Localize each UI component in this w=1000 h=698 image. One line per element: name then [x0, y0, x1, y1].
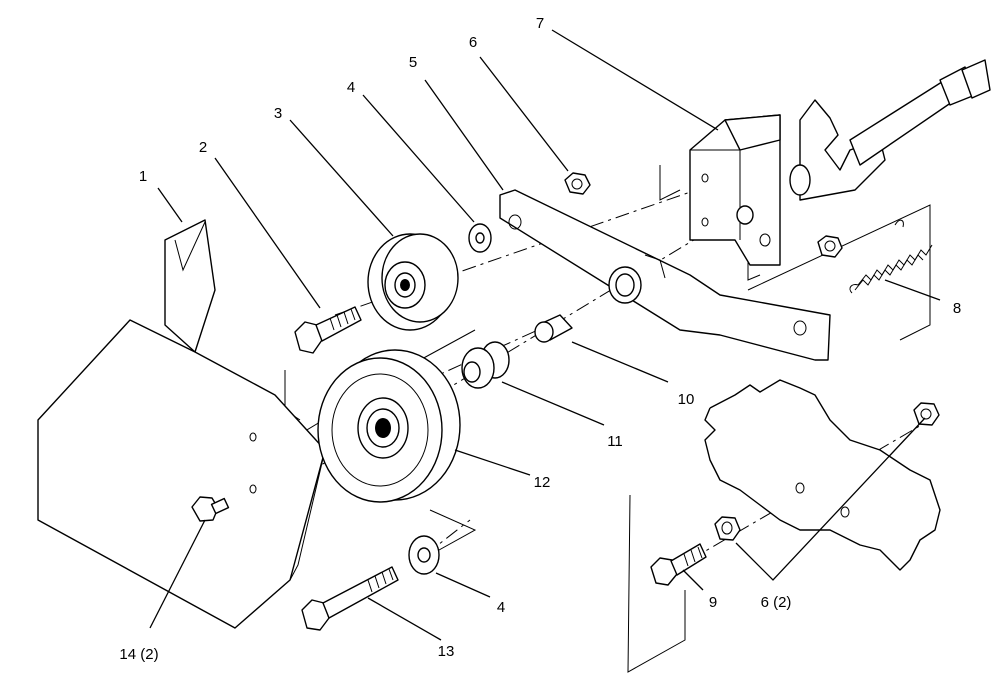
- washer-lower: [408, 535, 440, 575]
- callout-8: 8: [953, 300, 961, 317]
- leader-lines: [149, 29, 941, 641]
- frame-section: [627, 379, 941, 673]
- callout-1: 1: [139, 168, 147, 185]
- callout-2: 2: [199, 139, 207, 156]
- spacer-tube: [534, 314, 573, 343]
- hex-nut-frame-upper: [913, 402, 940, 426]
- callout-3: 3: [274, 105, 282, 122]
- callout-labels: 1 2 3 4 5 6 7 8 9 6 (2) 10 11 12 4 13 14…: [119, 15, 961, 663]
- callout-6-upper: 6: [469, 34, 477, 51]
- hex-nut-bracket: [817, 235, 843, 258]
- idler-pulley: [367, 233, 459, 331]
- hex-nut-frame-lower: [714, 516, 741, 541]
- extension-spring: [849, 219, 933, 294]
- flanged-bushing: [461, 341, 510, 389]
- callout-4-upper: 4: [347, 79, 355, 96]
- bolt-long: [301, 566, 399, 631]
- flange-screw: [191, 496, 230, 522]
- hex-nut-upper: [564, 172, 591, 195]
- drive-pulley: [317, 349, 461, 503]
- callout-10: 10: [678, 391, 695, 408]
- bolt-short: [294, 306, 362, 354]
- washer-upper: [468, 223, 492, 253]
- callout-4-lower: 4: [497, 599, 505, 616]
- callout-14-pair: 14 (2): [119, 646, 158, 663]
- callout-7: 7: [536, 15, 544, 32]
- callout-13: 13: [438, 643, 455, 660]
- bolt-frame: [650, 543, 707, 586]
- callout-6-pair: 6 (2): [761, 594, 792, 611]
- callout-5: 5: [409, 54, 417, 71]
- callout-12: 12: [534, 474, 551, 491]
- idler-arm: [499, 189, 831, 361]
- bracket-assembly: [689, 59, 991, 266]
- callout-11: 11: [607, 433, 623, 450]
- callout-9: 9: [709, 594, 717, 611]
